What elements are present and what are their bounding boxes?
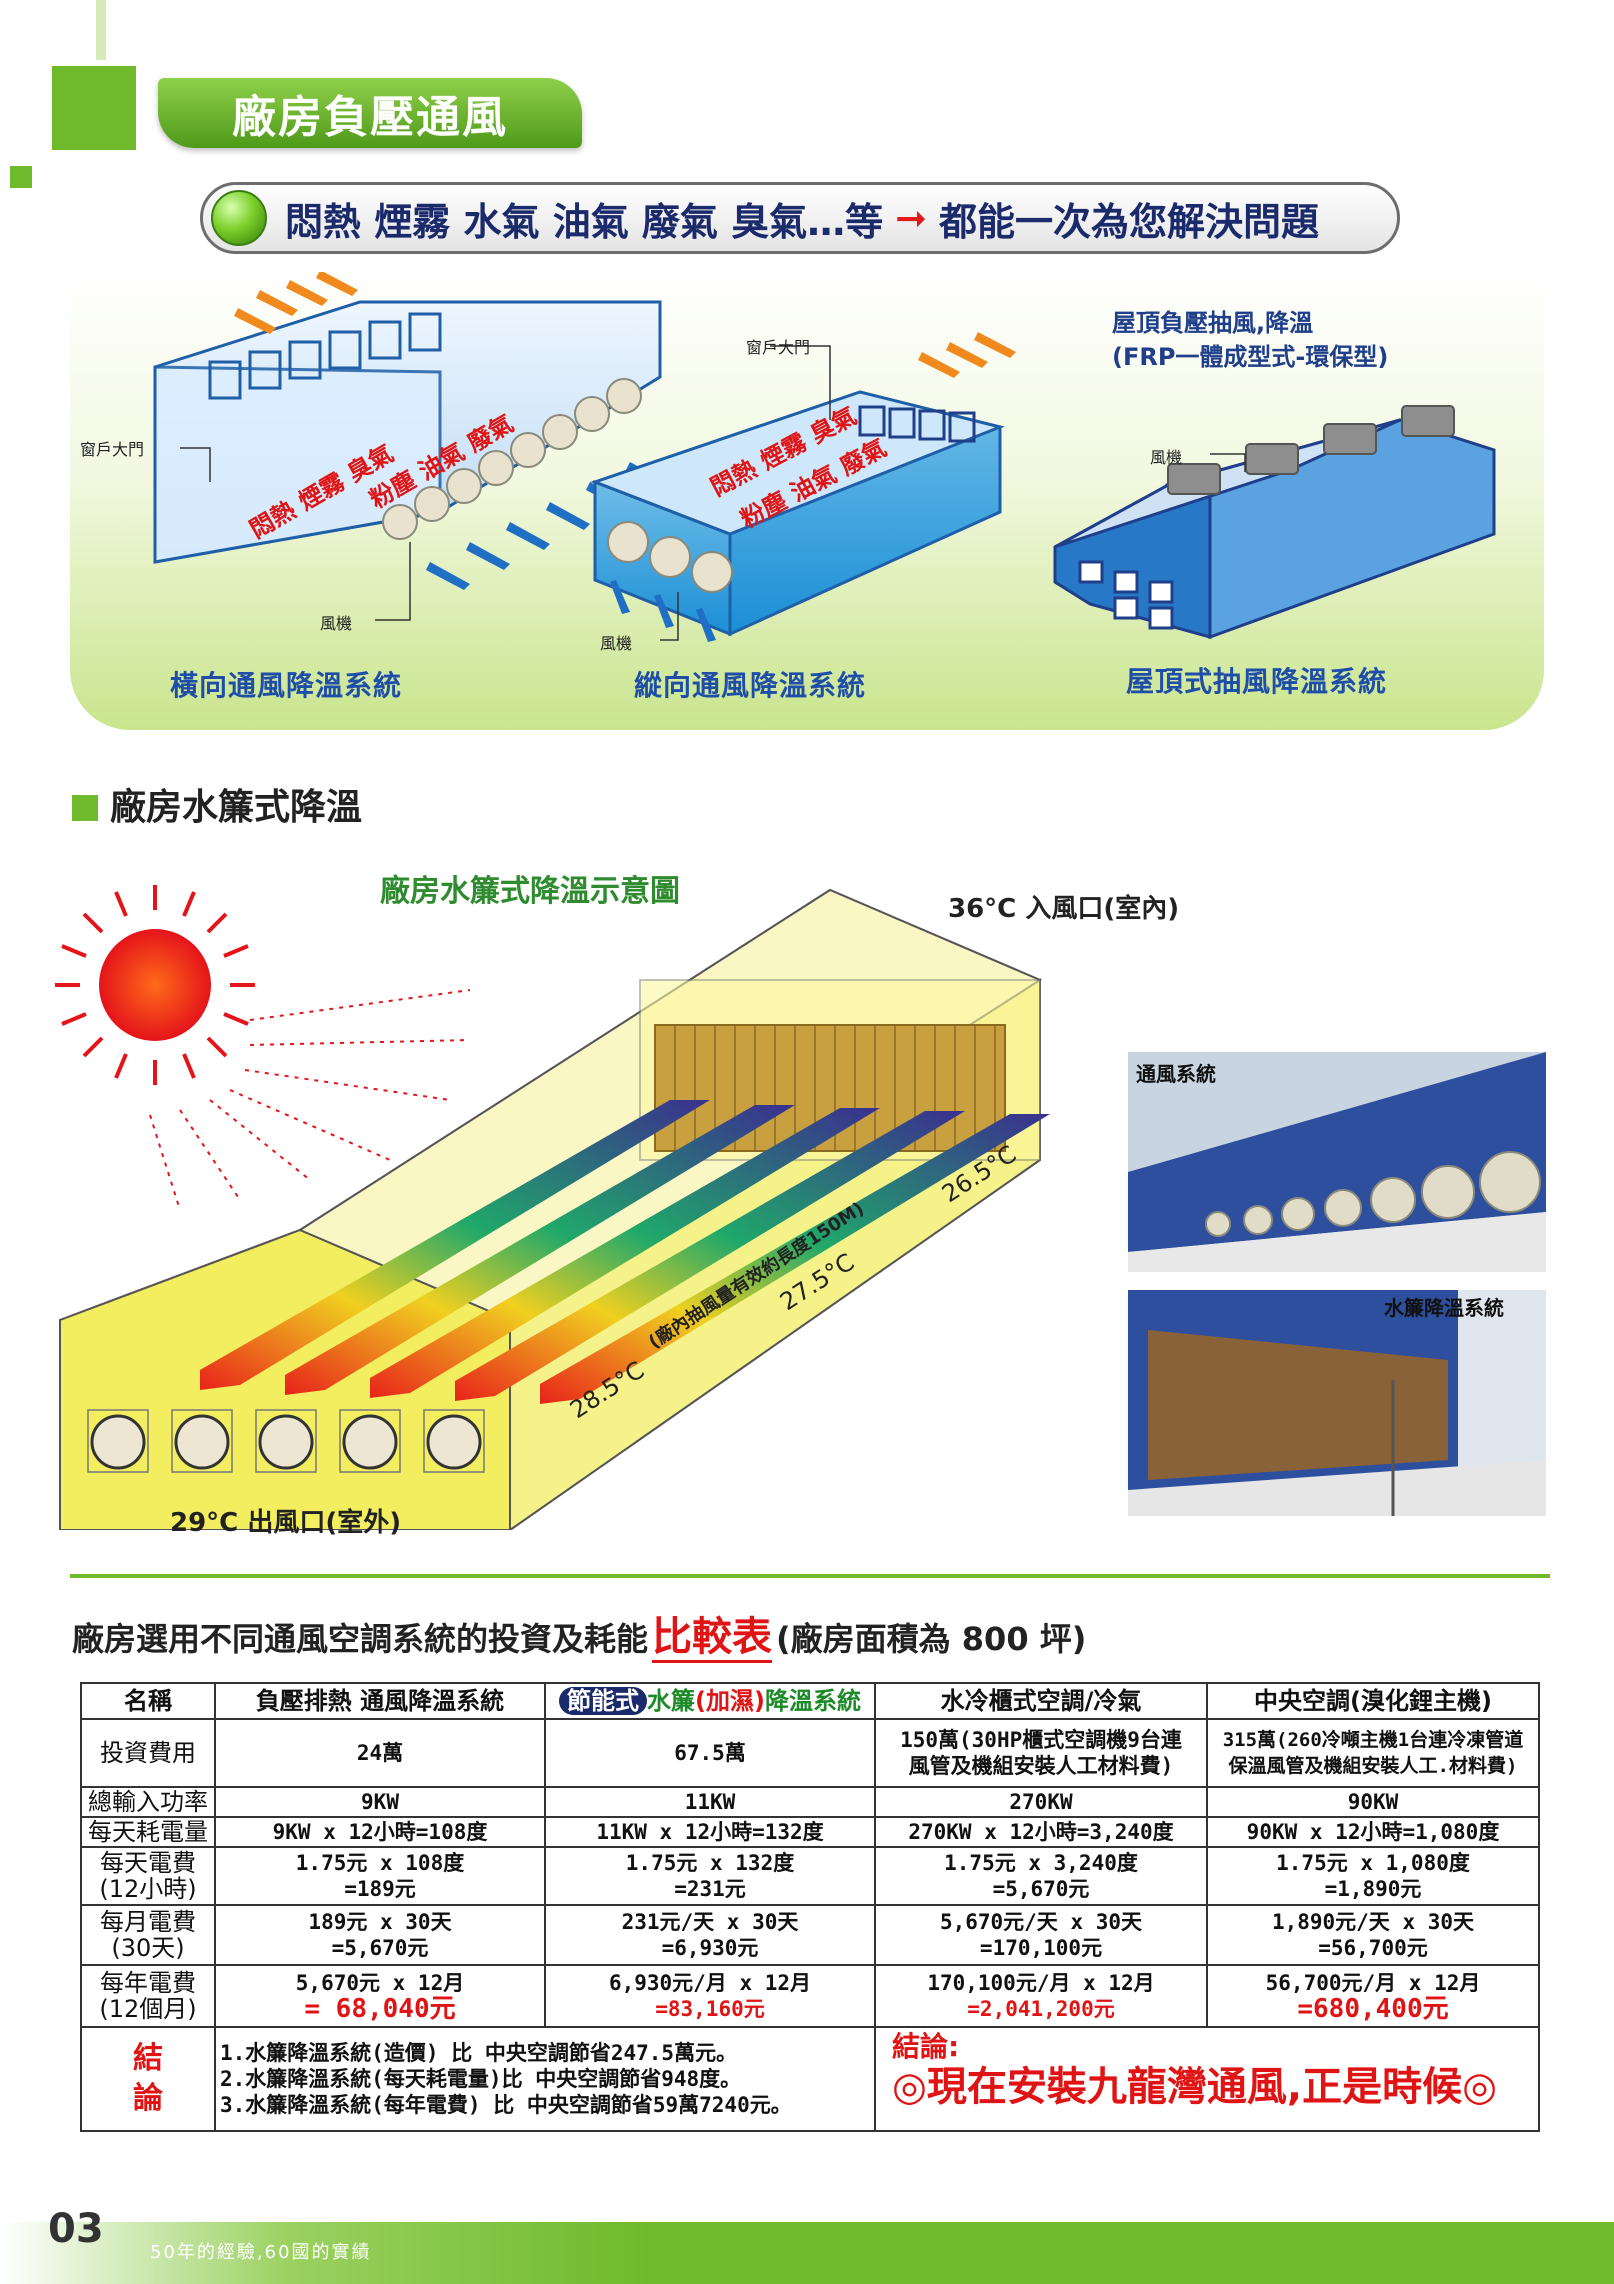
ventilation-photo <box>1128 1052 1546 1272</box>
page-title-pill: 廠房負壓通風 <box>158 78 582 148</box>
roof-system-title: 屋頂負壓抽風,降溫 (FRP一體成型式-環保型) <box>1112 306 1388 374</box>
water-curtain-section-title: 廠房水簾式降溫 <box>72 778 362 830</box>
ventilation-photo-label: 通風系統 <box>1136 1062 1216 1086</box>
comparison-title: 廠房選用不同通風空調系統的投資及耗能比較表(廠房面積為 800 坪) <box>72 1604 1086 1663</box>
longitudinal-system-label: 縱向通風降溫系統 <box>634 669 867 702</box>
green-square-icon <box>72 795 98 821</box>
footer-tagline: 50年的經驗,60國的實績 <box>150 2242 372 2263</box>
header-negative-pressure: 負壓排熱 通風降溫系統 <box>214 1682 546 1720</box>
longitudinal-door-callout: 窗戶大門 <box>746 338 811 357</box>
roof-fan-callout: 風機 <box>1150 448 1183 467</box>
footer-bar <box>0 2222 1614 2284</box>
section-divider <box>70 1574 1550 1578</box>
page-title: 廠房負壓通風 <box>232 92 508 143</box>
table-row-conclusion: 結論 1.水簾降溫系統(造價) 比 中央空調節省247.5萬元。 2.水簾降溫系… <box>80 2026 1540 2132</box>
cross-ventilation-building <box>153 272 670 590</box>
banner-solution: 都能一次為您解決問題 <box>939 199 1320 244</box>
exhaust-fans <box>90 1414 482 1470</box>
inlet-label: 36°C 入風口(室內) <box>948 894 1180 924</box>
cross-system-label: 橫向通風降溫系統 <box>170 669 403 702</box>
comparison-table: 名稱 負壓排熱 通風降溫系統 節能式水簾(加濕)降溫系統 水冷櫃式空調/冷氣 中… <box>80 1682 1540 2132</box>
longitudinal-fan-callout: 風機 <box>600 634 633 653</box>
table-row-daily-kwh: 每天耗電量 9KW x 12小時=108度 11KW x 12小時=132度 2… <box>80 1816 1540 1848</box>
table-row-invest: 投資費用 24萬 67.5萬 150萬(30HP櫃式空調機9台連風管及機組安裝人… <box>80 1718 1540 1788</box>
roof-title-line1: 屋頂負壓抽風,降溫 <box>1112 309 1314 337</box>
conclusion-message: 結論: ◎現在安裝九龍灣通風,正是時候◎ <box>874 2026 1540 2132</box>
cross-door-callout: 窗戶大門 <box>80 440 145 459</box>
conclusion-list: 1.水簾降溫系統(造價) 比 中央空調節省247.5萬元。 2.水簾降溫系統(每… <box>214 2026 876 2132</box>
ventilation-systems-panel: 窗戶大門 風機 悶熱 煙霧 臭氣 粉塵 油氣 廢氣 窗戶大門 風機 悶熱 煙霧 … <box>70 272 1544 730</box>
problem-banner: 悶熱 煙霧 水氣 油氣 廢氣 臭氣…等 ➞ 都能一次為您解決問題 <box>200 182 1400 254</box>
header-central-ac: 中央空調(溴化鋰主機) <box>1206 1682 1540 1720</box>
outlet-label: 29°C 出風口(室外) <box>170 1508 402 1538</box>
green-ball-icon <box>211 190 267 246</box>
roof-title-line2: (FRP一體成型式-環保型) <box>1112 343 1389 371</box>
header-water-curtain: 節能式水簾(加濕)降溫系統 <box>544 1682 876 1720</box>
roof-system-label: 屋頂式抽風降溫系統 <box>1126 665 1388 698</box>
table-row-yearly-cost: 每年電費(12個月) 5,670元 x 12月= 68,040元 6,930元/… <box>80 1964 1540 2028</box>
banner-problems: 悶熱 煙霧 水氣 油氣 廢氣 臭氣…等 <box>285 199 884 244</box>
header-deco-small <box>10 166 32 188</box>
longitudinal-ventilation-building <box>590 332 1016 642</box>
header-deco-bar <box>96 0 106 60</box>
water-curtain-photo-label: 水簾降溫系統 <box>1384 1296 1504 1320</box>
table-row-daily-cost: 每天電費(12小時) 1.75元 x 108度=189元 1.75元 x 132… <box>80 1846 1540 1906</box>
page-number: 03 <box>48 2206 104 2252</box>
table-header-row: 名稱 負壓排熱 通風降溫系統 節能式水簾(加濕)降溫系統 水冷櫃式空調/冷氣 中… <box>80 1682 1540 1720</box>
header-deco-large <box>52 66 136 150</box>
airflow-arrows <box>200 1100 1050 1404</box>
diagram-title: 廠房水簾式降溫示意圖 <box>380 874 680 909</box>
ventilation-illustration <box>153 272 1496 642</box>
table-row-power: 總輸入功率 9KW 11KW 270KW 90KW <box>80 1786 1540 1818</box>
sun-icon <box>55 885 471 1211</box>
header-name: 名稱 <box>80 1682 216 1720</box>
header-water-cooled: 水冷櫃式空調/冷氣 <box>874 1682 1208 1720</box>
cross-fan-callout: 風機 <box>320 614 353 633</box>
water-curtain-photo <box>1128 1290 1546 1516</box>
right-arrow-icon: ➞ <box>895 196 927 240</box>
table-row-monthly-cost: 每月電費(30天) 189元 x 30天=5,670元 231元/天 x 30天… <box>80 1904 1540 1966</box>
water-curtain-diagram <box>55 885 1050 1530</box>
roof-ventilation-building <box>1053 405 1496 640</box>
